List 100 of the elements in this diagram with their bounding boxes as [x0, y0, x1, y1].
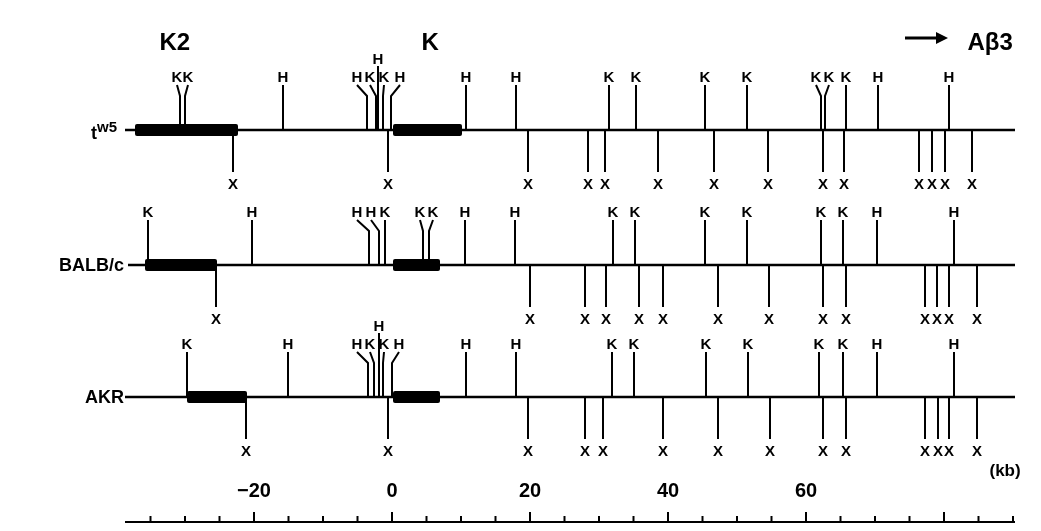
axis-tick-label: 0 — [386, 480, 398, 500]
site-label: X — [972, 442, 982, 458]
site-label: X — [972, 310, 982, 326]
site-label: H — [510, 335, 522, 351]
site-label: K — [837, 203, 849, 219]
site-label: K — [181, 335, 193, 351]
site-label: K — [629, 203, 641, 219]
site-label: X — [383, 442, 393, 458]
site-label: X — [841, 442, 851, 458]
site-label: X — [658, 310, 668, 326]
site-label: K — [364, 335, 376, 351]
site-label: H — [872, 68, 884, 84]
site-label: X — [927, 175, 937, 191]
site-label: K — [741, 203, 753, 219]
site-label: H — [509, 203, 521, 219]
site-label: X — [818, 175, 828, 191]
site-label: H — [351, 68, 363, 84]
site-label: X — [658, 442, 668, 458]
locus-label: Aβ3 — [967, 30, 1013, 54]
site-label: K — [414, 203, 426, 219]
site-label: X — [601, 310, 611, 326]
site-label: X — [944, 310, 954, 326]
site-label: X — [228, 175, 238, 191]
site-label: X — [523, 175, 533, 191]
site-label: X — [933, 442, 943, 458]
site-label: H — [373, 317, 385, 333]
site-label: X — [713, 442, 723, 458]
site-label: H — [459, 203, 471, 219]
site-label: K — [628, 335, 640, 351]
site-label: X — [653, 175, 663, 191]
site-label: K — [837, 335, 849, 351]
site-label: H — [871, 203, 883, 219]
site-label: K — [810, 68, 822, 84]
site-label: K — [378, 335, 390, 351]
site-label: X — [920, 310, 930, 326]
site-label: K — [813, 335, 825, 351]
site-label: X — [580, 310, 590, 326]
site-label: H — [351, 203, 363, 219]
site-label: K — [815, 203, 827, 219]
site-label: H — [943, 68, 955, 84]
site-label: K — [427, 203, 439, 219]
site-label: K — [603, 68, 615, 84]
site-label: X — [583, 175, 593, 191]
site-label: K — [364, 68, 376, 84]
site-label: X — [211, 310, 221, 326]
site-label: H — [948, 203, 960, 219]
site-label: H — [460, 335, 472, 351]
site-label: H — [246, 203, 258, 219]
strain-label: AKR — [85, 388, 124, 406]
site-label: X — [763, 175, 773, 191]
site-label: H — [365, 203, 377, 219]
site-label: K — [741, 68, 753, 84]
site-label: H — [372, 50, 384, 66]
site-label: X — [818, 442, 828, 458]
site-label: H — [351, 335, 363, 351]
site-label: H — [948, 335, 960, 351]
site-label: X — [600, 175, 610, 191]
strain-label: BALB/c — [59, 256, 124, 274]
site-label: K — [742, 335, 754, 351]
locus-label: K — [421, 30, 439, 54]
site-label: K — [142, 203, 154, 219]
site-label: H — [393, 335, 405, 351]
site-label: X — [914, 175, 924, 191]
site-label: K — [823, 68, 835, 84]
site-label: H — [510, 68, 522, 84]
site-label: K — [171, 68, 183, 84]
site-label: X — [523, 442, 533, 458]
site-label: X — [525, 310, 535, 326]
unit-label: (kb) — [989, 461, 1021, 479]
site-label: X — [709, 175, 719, 191]
site-label: K — [699, 68, 711, 84]
axis-tick-label: 60 — [795, 480, 818, 500]
site-label: K — [699, 203, 711, 219]
site-label: X — [764, 310, 774, 326]
site-label: X — [634, 310, 644, 326]
site-label: K — [840, 68, 852, 84]
site-label: K — [630, 68, 642, 84]
site-label: H — [277, 68, 289, 84]
site-label: K — [379, 203, 391, 219]
site-label: X — [598, 442, 608, 458]
site-label: X — [839, 175, 849, 191]
site-label: X — [818, 310, 828, 326]
site-label: H — [871, 335, 883, 351]
axis-tick-label: −20 — [237, 480, 271, 500]
site-label: X — [713, 310, 723, 326]
site-label: X — [765, 442, 775, 458]
site-label: X — [241, 442, 251, 458]
site-label: X — [967, 175, 977, 191]
site-label: X — [920, 442, 930, 458]
site-label: K — [182, 68, 194, 84]
strain-label: t$^{w5}$ — [91, 118, 117, 142]
site-label: X — [940, 175, 950, 191]
site-label: H — [394, 68, 406, 84]
site-label: K — [606, 335, 618, 351]
site-label: H — [282, 335, 294, 351]
site-label: H — [460, 68, 472, 84]
site-label: K — [607, 203, 619, 219]
axis-tick-label: 20 — [519, 480, 542, 500]
site-label: X — [944, 442, 954, 458]
site-label: X — [580, 442, 590, 458]
